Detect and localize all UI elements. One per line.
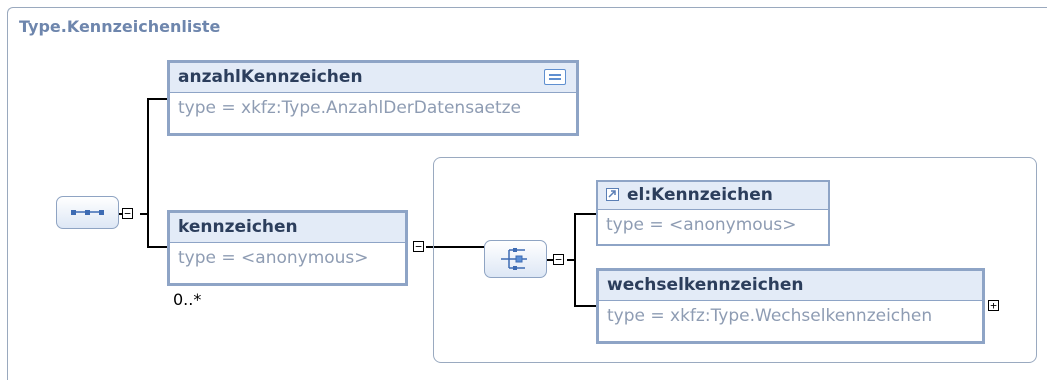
element-type: type = <anonymous>	[606, 215, 797, 235]
connector-line	[147, 246, 167, 248]
element-wechselkennzeichen[interactable]: wechselkennzeichen type = xkfz:Type.Wech…	[596, 268, 985, 344]
element-type: type = xkfz:Type.AnzahlDerDatensaetze	[178, 98, 521, 118]
element-header: wechselkennzeichen	[599, 271, 982, 301]
collapse-button[interactable]: −	[122, 208, 133, 219]
documentation-icon[interactable]	[544, 69, 566, 85]
collapse-button[interactable]: −	[553, 254, 564, 265]
element-name: el:Kennzeichen	[627, 185, 773, 205]
type-title: Type.Kennzeichenliste	[19, 17, 221, 36]
sequence-compositor[interactable]	[56, 196, 119, 229]
collapse-button[interactable]: −	[413, 241, 424, 252]
connector-line	[140, 213, 148, 215]
element-header: el:Kennzeichen	[598, 182, 828, 210]
connector-line	[574, 213, 576, 306]
element-anzahlkennzeichen[interactable]: anzahlKennzeichen type = xkfz:Type.Anzah…	[167, 60, 579, 136]
element-type: type = xkfz:Type.Wechselkennzeichen	[607, 306, 933, 326]
connector-line	[147, 98, 149, 247]
multiplicity-label: 0..*	[173, 290, 202, 309]
complex-type-frame	[7, 7, 1047, 380]
reference-arrow-icon	[606, 188, 619, 201]
connector-line	[574, 213, 596, 215]
connector-line	[147, 98, 167, 100]
element-type: type = <anonymous>	[178, 248, 369, 268]
connector-line	[547, 259, 555, 261]
element-name: anzahlKennzeichen	[178, 67, 363, 87]
element-el-kennzeichen[interactable]: el:Kennzeichen type = <anonymous>	[596, 180, 830, 246]
element-name: wechselkennzeichen	[607, 275, 804, 295]
element-name: kennzeichen	[178, 217, 298, 237]
element-header: anzahlKennzeichen	[170, 63, 576, 93]
connector-line	[574, 305, 596, 307]
connector-line	[426, 246, 484, 248]
choice-icon	[501, 248, 527, 270]
element-header: kennzeichen	[170, 213, 405, 243]
element-kennzeichen[interactable]: kennzeichen type = <anonymous>	[167, 210, 408, 286]
anonymous-type-group	[433, 157, 1037, 363]
sequence-icon	[71, 210, 104, 215]
connector-line	[567, 259, 575, 261]
choice-compositor[interactable]	[484, 240, 547, 278]
expand-button[interactable]: +	[988, 300, 999, 311]
